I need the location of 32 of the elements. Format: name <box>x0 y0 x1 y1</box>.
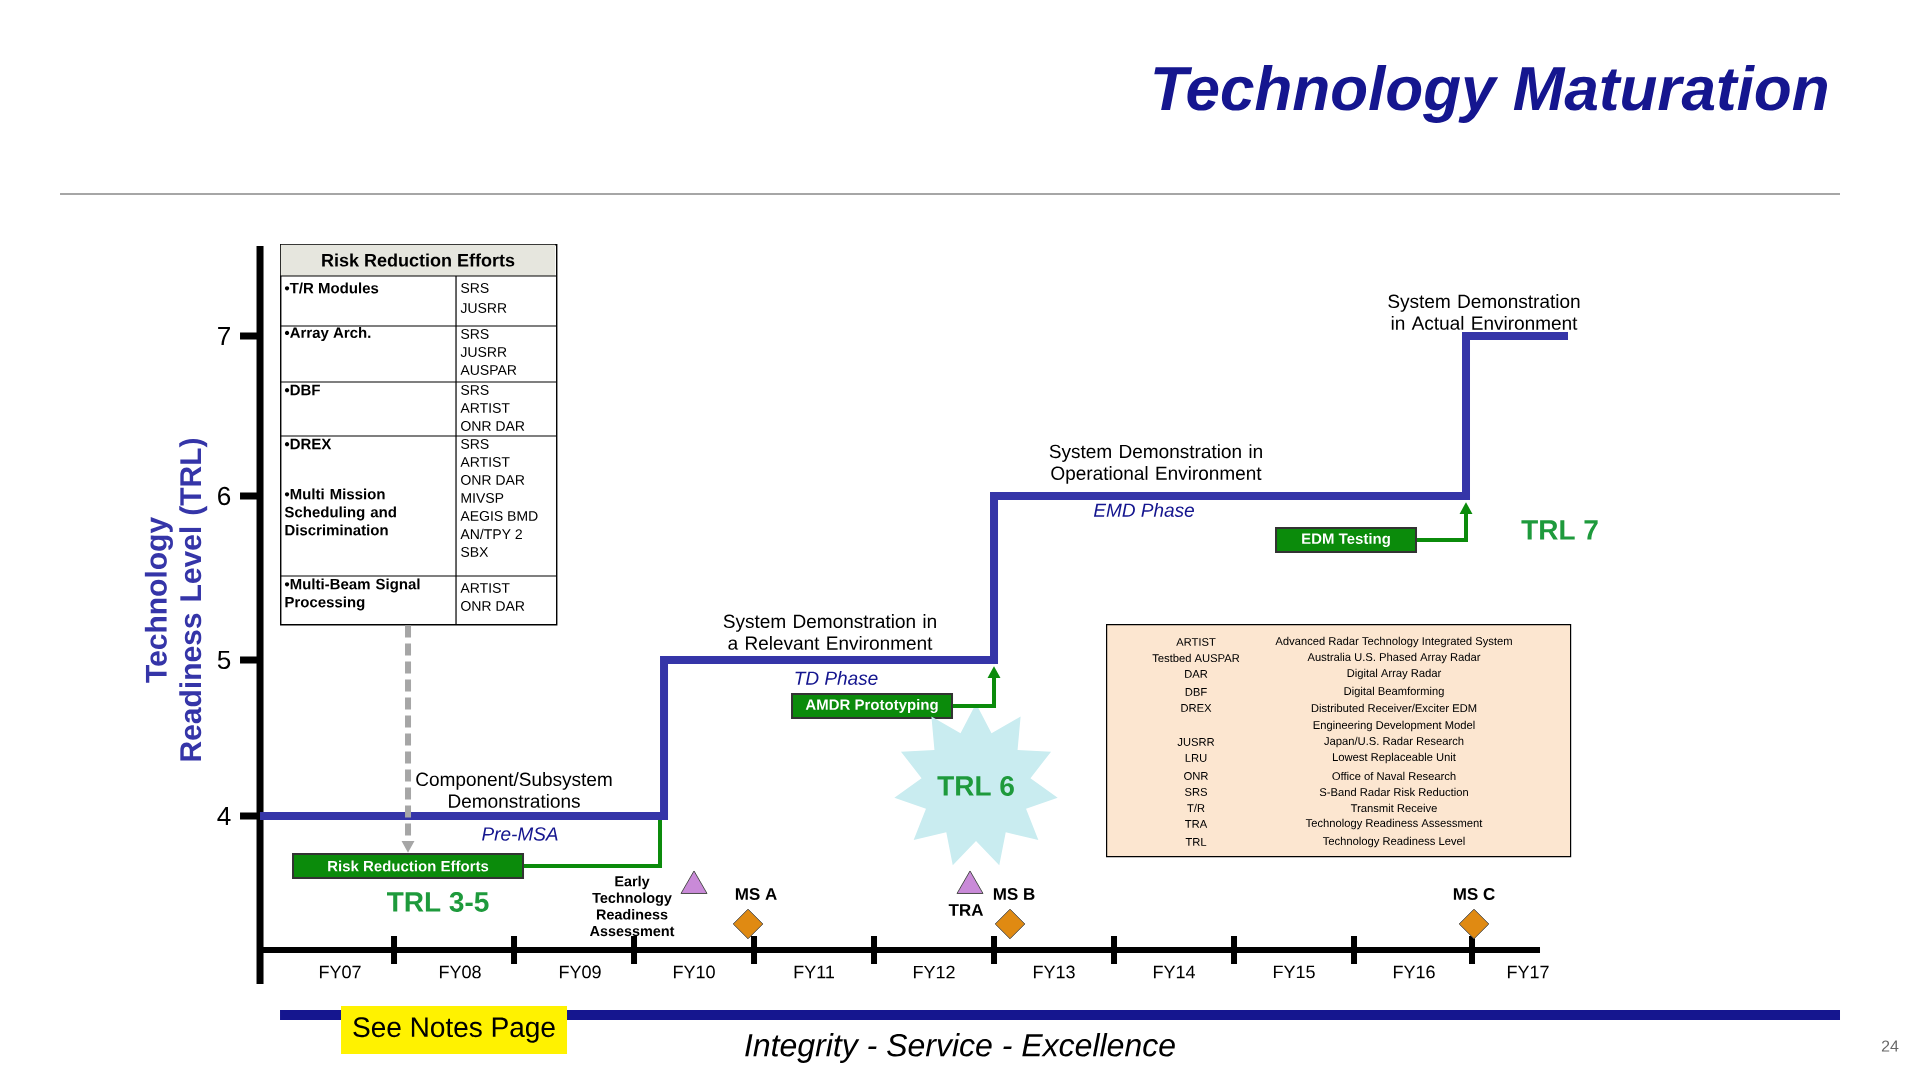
milestone-label: MS C <box>1453 888 1495 900</box>
fiscal-year-label: FY11 <box>794 965 834 979</box>
step-caption: System Demonstration in Operational Environment <box>1049 444 1262 484</box>
fiscal-year-label: FY17 <box>1507 965 1549 979</box>
step-caption: Component/Subsystem Demonstrations <box>416 772 612 808</box>
trl-label: TRL 7 <box>1521 520 1598 540</box>
fiscal-year-label: FY07 <box>320 965 361 979</box>
page-number: 24 <box>1881 1040 1899 1052</box>
milestone-label: TRA <box>948 904 984 916</box>
axis-label: Technology Readiness Level (TRL) <box>144 438 208 761</box>
fiscal-year-label: FY10 <box>674 965 715 979</box>
notes-box: See Notes Page <box>341 1006 567 1054</box>
phase-label: EMD Phase <box>1093 503 1194 517</box>
step-caption: System Demonstration in a Relevant Environment <box>723 614 936 650</box>
fiscal-year-label: FY08 <box>440 965 481 979</box>
tick-label: 6 <box>218 486 231 506</box>
milestone-label: MS A <box>735 888 777 900</box>
fiscal-year-label: FY09 <box>560 965 601 979</box>
tick-label: 5 <box>217 650 231 670</box>
tick-label: 4 <box>217 807 231 825</box>
tick-label: 7 <box>218 327 230 345</box>
phase-label: TD Phase <box>795 671 878 685</box>
phase-label: Pre-MSA <box>482 827 558 841</box>
fiscal-year-label: FY13 <box>1034 965 1075 979</box>
fiscal-year-label: FY15 <box>1274 965 1315 979</box>
footer-motto: Integrity - Service - Excellence <box>745 1033 1175 1063</box>
slide-title: Technology Maturation <box>1154 65 1827 123</box>
milestone-label: MS B <box>993 888 1035 900</box>
step-caption: System Demonstration in Actual Environment <box>1388 294 1580 330</box>
fiscal-year-label: FY14 <box>1154 965 1195 979</box>
fiscal-year-label: FY12 <box>914 965 955 979</box>
fiscal-year-label: FY16 <box>1393 965 1435 979</box>
